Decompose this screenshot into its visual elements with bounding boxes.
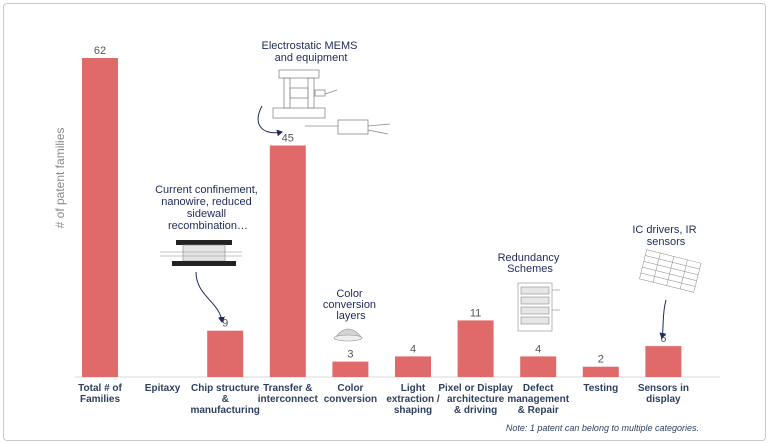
bar-3	[269, 145, 306, 377]
category-label-2: Chip structure&manufacturing	[190, 383, 259, 416]
value-label-4: 3	[347, 349, 353, 361]
category-label-3: Transfer &interconnect	[258, 383, 319, 405]
value-label-9: 6	[660, 333, 666, 345]
mems-equipment-drawing-icon	[272, 69, 391, 135]
chip-cross-section-drawing-icon	[160, 240, 242, 266]
bars-group	[82, 58, 682, 377]
footnote: Note: 1 patent can belong to multiple ca…	[505, 423, 699, 433]
annotation-mems-arrow	[257, 105, 283, 137]
annotation-mems: Electrostatic MEMS and equipment	[257, 40, 391, 137]
value-label-6: 11	[470, 307, 481, 319]
annotation-sensors-arrow	[659, 299, 667, 339]
annotation-sensors: IC drivers, IR sensors	[632, 224, 702, 339]
value-label-0: 62	[94, 45, 106, 57]
annotation-redundancy-text: Redundancy Schemes	[498, 252, 563, 275]
annotation-chip-text: Current confinement, nanowire, reduced s…	[155, 184, 261, 232]
annotation-sensors-text: IC drivers, IR sensors	[632, 224, 699, 248]
bar-7	[520, 356, 557, 377]
bar-4	[332, 361, 369, 377]
value-label-3: 45	[282, 133, 294, 145]
driver-array-drawing-icon	[639, 249, 702, 293]
pixel-matrix-drawing-icon	[517, 282, 560, 332]
y-axis-label: # of patent families	[53, 128, 67, 229]
value-label-7: 4	[535, 343, 541, 355]
bar-9	[645, 346, 682, 377]
value-labels-group: 62 9 45 3 4 11 4 2 6	[94, 45, 667, 366]
annotation-chip: Current confinement, nanowire, reduced s…	[155, 184, 261, 323]
category-label-8: Testing	[583, 383, 618, 394]
value-label-5: 4	[410, 343, 416, 355]
bar-6	[457, 320, 494, 377]
annotation-chip-arrow	[195, 271, 225, 323]
annotation-color-text: Color conversion layers	[323, 288, 379, 322]
bar-2	[207, 330, 244, 377]
annotation-redundancy: Redundancy Schemes	[498, 252, 563, 332]
bar-5	[395, 356, 431, 377]
chart-frame	[3, 3, 766, 441]
annotation-mems-text: Electrostatic MEMS and equipment	[261, 40, 360, 64]
dome-layer-drawing-icon	[333, 328, 363, 342]
value-label-8: 2	[598, 354, 604, 366]
category-label-1: Epitaxy	[145, 383, 181, 394]
value-label-2: 9	[222, 318, 228, 330]
bar-0	[82, 58, 118, 377]
bar-8	[582, 366, 619, 377]
annotation-color: Color conversion layers	[323, 288, 379, 342]
